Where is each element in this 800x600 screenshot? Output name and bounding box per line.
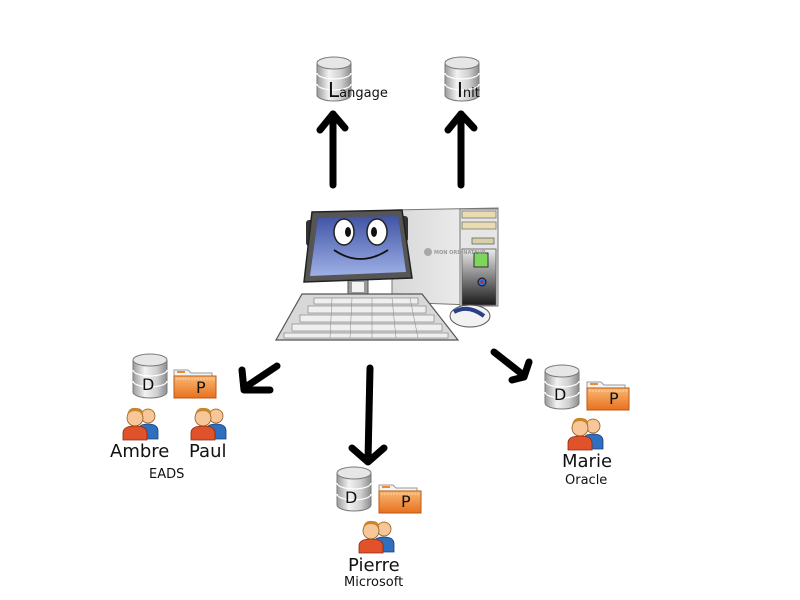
- computer-illustration: MON ORDINATEUR: [274, 207, 499, 341]
- users-icon-ambre: [122, 405, 160, 441]
- arrow-to-oracle: [490, 348, 533, 384]
- monitor: [303, 209, 413, 283]
- arrow-to-eads: [238, 362, 281, 394]
- folder-letter-oracle: P: [609, 389, 619, 408]
- user-name-paul: Paul: [189, 441, 227, 462]
- folder-icon-oracle: [585, 378, 631, 412]
- arrow-to-langage: [316, 110, 349, 189]
- users-icon-paul: [190, 405, 228, 441]
- folder-letter-microsoft: P: [401, 492, 411, 511]
- folder-icon-microsoft: [377, 481, 423, 515]
- database-letter-eads: D: [142, 375, 155, 394]
- user-name-marie: Marie: [562, 451, 613, 472]
- user-name-ambre: Ambre: [110, 441, 170, 462]
- database-label-langage: Langage: [328, 78, 388, 102]
- brand-logo: MON ORDINATEUR: [424, 248, 486, 256]
- users-icon-marie: [567, 415, 605, 451]
- svg-text:MON ORDINATEUR: MON ORDINATEUR: [434, 250, 486, 256]
- arrow-to-init: [444, 110, 478, 189]
- user-name-pierre: Pierre: [348, 555, 400, 576]
- database-letter-microsoft: D: [345, 488, 358, 507]
- organization-eads: EADS: [149, 467, 185, 482]
- organization-oracle: Oracle: [565, 473, 608, 488]
- folder-letter-eads: P: [196, 378, 206, 397]
- database-letter-oracle: D: [554, 385, 567, 404]
- database-label-init: Init: [457, 78, 480, 102]
- smiley-face: [333, 218, 389, 260]
- organization-microsoft: Microsoft: [344, 575, 404, 590]
- arrow-to-microsoft: [348, 364, 388, 466]
- keyboard: [274, 293, 460, 341]
- folder-icon-eads: [172, 366, 218, 400]
- users-icon-pierre: [358, 518, 396, 554]
- mouse: [449, 304, 491, 328]
